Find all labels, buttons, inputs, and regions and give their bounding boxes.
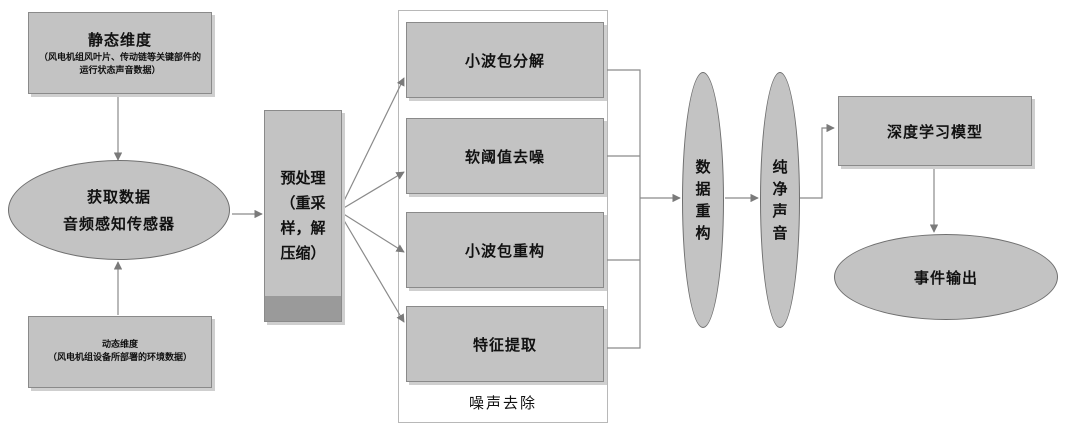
event-output-label: 事件输出 bbox=[913, 268, 978, 287]
arrow-clean-to-model bbox=[800, 123, 835, 199]
clean-audio-ellipse: 纯净声音 bbox=[760, 72, 800, 328]
deep-learning-model-label: 深度学习模型 bbox=[886, 122, 983, 141]
step-2-label: 软阈值去噪 bbox=[464, 147, 545, 166]
preprocess-line3: 样，解 bbox=[280, 219, 326, 237]
step-4-label: 特征提取 bbox=[472, 335, 537, 354]
step-wavelet-decompose: 小波包分解 bbox=[406, 22, 604, 98]
static-dimension-desc: （风电机组风叶片、传动链等关键部件的运行状态声音数据） bbox=[39, 52, 202, 76]
dynamic-dimension-title: 动态维度 bbox=[101, 340, 138, 350]
step-1-label: 小波包分解 bbox=[464, 51, 545, 70]
acquire-line1: 获取数据 bbox=[86, 188, 151, 206]
static-dimension-title: 静态维度 bbox=[87, 30, 152, 49]
acquire-line2: 音频感知传感器 bbox=[62, 215, 175, 233]
preprocess-line1: 预处理 bbox=[280, 169, 326, 187]
preprocess-line2: （重采 bbox=[280, 194, 326, 212]
step-wavelet-reconstruct: 小波包重构 bbox=[406, 212, 604, 288]
arrow-pre-to-step2 bbox=[341, 171, 405, 210]
arrow-pre-to-step3 bbox=[341, 212, 405, 253]
static-dimension-box: 静态维度 （风电机组风叶片、传动链等关键部件的运行状态声音数据） bbox=[28, 12, 212, 94]
acquire-data-ellipse: 获取数据 音频感知传感器 bbox=[8, 160, 230, 260]
step-feature-extraction: 特征提取 bbox=[406, 306, 604, 382]
arrow-pre-to-step4 bbox=[341, 216, 405, 323]
dynamic-dimension-desc: （风电机组设备所部署的环境数据） bbox=[47, 353, 192, 363]
noise-removal-caption: 噪声去除 bbox=[468, 394, 537, 412]
arrow-pre-to-step1 bbox=[341, 77, 405, 206]
preprocess-line4: 压缩） bbox=[280, 244, 326, 262]
step-soft-threshold-denoise: 软阈值去噪 bbox=[406, 118, 604, 194]
step-3-label: 小波包重构 bbox=[464, 241, 545, 260]
clean-audio-label: 纯净声音 bbox=[772, 158, 788, 242]
dynamic-dimension-box: 动态维度 （风电机组设备所部署的环境数据） bbox=[28, 316, 212, 388]
event-output-ellipse: 事件输出 bbox=[834, 234, 1058, 320]
deep-learning-model-box: 深度学习模型 bbox=[838, 96, 1032, 166]
data-reconstruct-label: 数据重构 bbox=[695, 158, 711, 242]
data-reconstruct-ellipse: 数据重构 bbox=[682, 72, 724, 328]
preprocess-box: 预处理 （重采 样，解 压缩） bbox=[264, 110, 342, 322]
bracket-steps bbox=[604, 69, 641, 349]
